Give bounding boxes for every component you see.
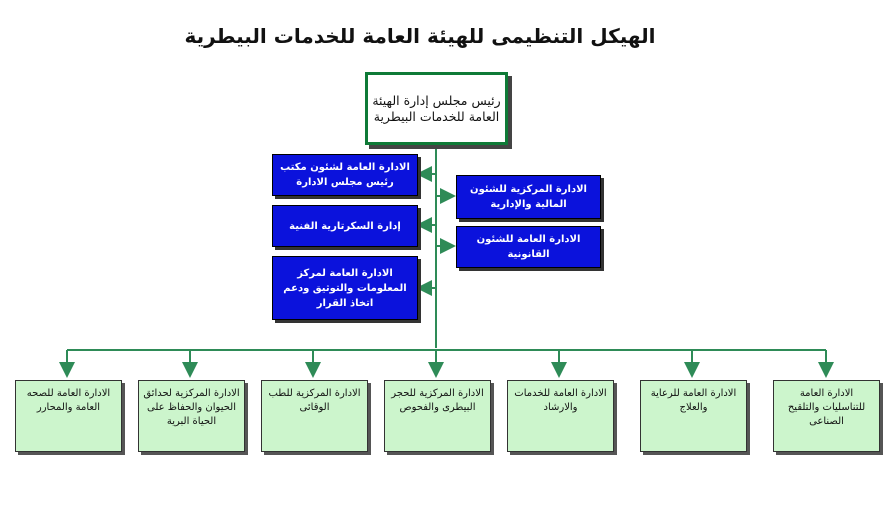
quarantine-box: الادارة المركزية للحجر البيطرى والفحوص <box>384 380 491 452</box>
information-center-box: الادارة العامة لمركز المعلومات والتوثيق … <box>272 256 418 320</box>
care-treatment-box: الادارة العامة للرعاية والعلاج <box>640 380 747 452</box>
zoos-wildlife-box: الادارة المركزية لحدائق الحيوان والحفاظ … <box>138 380 245 452</box>
finance-admin-box: الادارة المركزية للشئون المالية والإداري… <box>456 175 601 219</box>
chart-title: الهيكل التنظيمى للهيئة العامة للخدمات ال… <box>184 24 656 48</box>
public-health-box: الادارة العامة للصحه العامة والمحارر <box>15 380 122 452</box>
technical-secretariat-box: إدارة السكرتارية الفنية <box>272 205 418 247</box>
preventive-medicine-box: الادارة المركزية للطب الوقائى <box>261 380 368 452</box>
chairman-office-box: الادارة العامة لشئون مكتب رئيس مجلس الاد… <box>272 154 418 196</box>
board-chairman-box: رئيس مجلس إدارة الهيئة العامة للخدمات ال… <box>365 72 508 145</box>
services-guidance-box: الادارة العامة للخدمات والارشاد <box>507 380 614 452</box>
reproduction-insemination-box: الادارة العامة للتناسليات والتلقيح الصنا… <box>773 380 880 452</box>
legal-affairs-box: الادارة العامة للشئون القانونية <box>456 226 601 268</box>
